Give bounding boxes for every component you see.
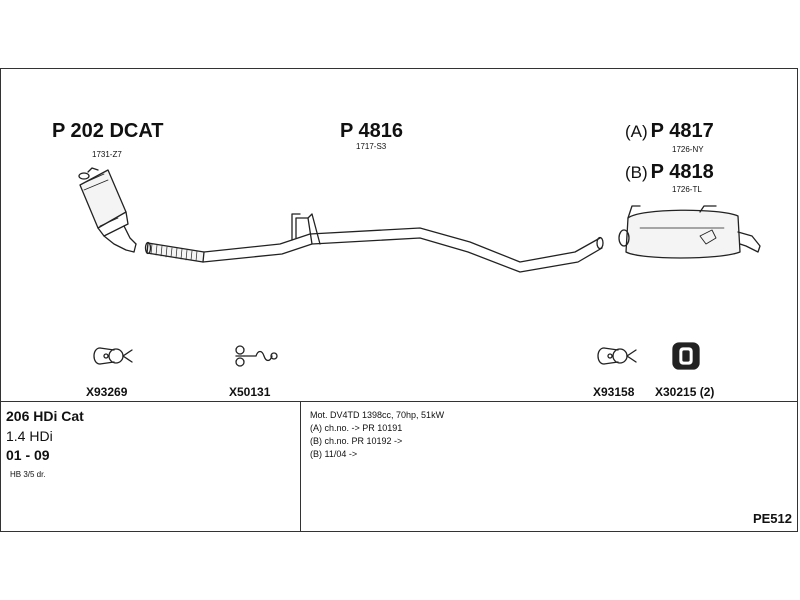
spring-bolt-x50131 <box>235 345 278 367</box>
accessory-label-3: X93158 <box>593 385 635 399</box>
rubber-mount-x30215 <box>672 342 700 370</box>
middle-pipe-sub: 1717-S3 <box>356 142 387 151</box>
section-divider <box>0 401 798 402</box>
clamp-x93269 <box>93 347 133 365</box>
clamp-x93158 <box>597 347 637 365</box>
rear-b-prefix: (B) <box>625 163 648 182</box>
rear-a-number: P 4817 <box>650 120 714 142</box>
accessory-label-2: X50131 <box>229 385 271 399</box>
note-line: (B) ch.no. PR 10192 -> <box>310 436 403 446</box>
accessory-label-1: X93269 <box>86 385 128 399</box>
notes-list: Mot. DV4TD 1398cc, 70hp, 51kW (A) ch.no.… <box>310 409 444 461</box>
rear-a-prefix: (A) <box>625 122 648 141</box>
note-line: (B) 11/04 -> <box>310 449 358 459</box>
catalyst-part <box>78 167 137 253</box>
note-line: (A) ch.no. -> PR 10191 <box>310 423 403 433</box>
vehicle-years: 01 - 09 <box>6 447 50 463</box>
vehicle-body: HB 3/5 dr. <box>10 470 46 479</box>
diagram-frame <box>0 68 798 532</box>
note-line: Mot. DV4TD 1398cc, 70hp, 51kW <box>310 410 445 420</box>
middle-pipe-code: P 4816 <box>340 120 404 142</box>
accessory-label-4: X30215 (2) <box>655 385 715 399</box>
rear-b-sub: 1726-TL <box>672 185 702 194</box>
rear-a-code: (A)P 4817 <box>625 120 714 143</box>
vehicle-engine: 1.4 HDi <box>6 428 53 444</box>
reference-code: PE512 <box>752 511 792 526</box>
rear-b-number: P 4818 <box>650 161 714 183</box>
catalyst-code: P 202 DCAT <box>52 120 164 142</box>
catalyst-sub: 1731-Z7 <box>92 150 122 159</box>
rear-silencer-part <box>618 205 761 259</box>
info-divider <box>300 401 301 532</box>
rear-b-code: (B)P 4818 <box>625 161 714 184</box>
rear-a-sub: 1726-NY <box>672 145 704 154</box>
vehicle-name: 206 HDi Cat <box>6 408 84 424</box>
middle-pipe-part <box>144 213 604 273</box>
